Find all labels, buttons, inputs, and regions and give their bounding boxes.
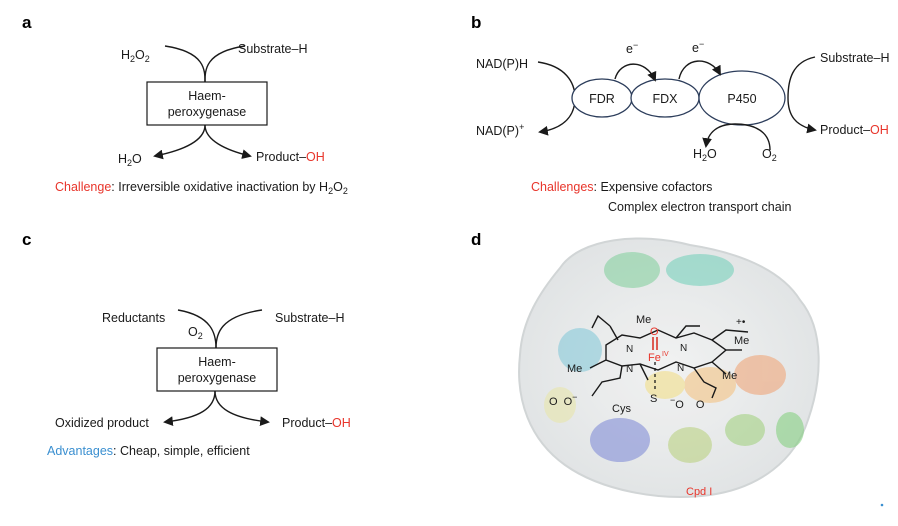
panel-c-box-line1: Haem-: [198, 355, 236, 369]
heme-cys: Cys: [612, 403, 631, 415]
panel-c-box-line2: peroxygenase: [178, 371, 257, 385]
corner-dot: [880, 503, 884, 507]
panel-c-letter: c: [22, 230, 31, 249]
panel-b-challenges-line2: Complex electron transport chain: [608, 200, 791, 214]
panel-b-challenges-line1: Challenges: Expensive cofactors: [531, 180, 712, 194]
panel-a-substrate: Substrate–H: [238, 42, 307, 56]
panel-b-nadp: NAD(P)+: [476, 122, 524, 138]
panel-a-water: H2O: [118, 152, 142, 168]
panel-b-product: Product–OH: [820, 123, 889, 137]
panel-a: a H2O2 Substrate–H Haem- peroxygenase H2…: [22, 13, 348, 196]
panel-c: c Reductants Substrate–H O2 Haem- peroxy…: [22, 230, 351, 458]
panel-b-water: H2O: [693, 147, 717, 163]
panel-b-p450-label: P450: [727, 92, 756, 106]
panel-b-curve-substrate: [787, 56, 816, 99]
panel-c-curve-in-right: [215, 309, 263, 349]
panel-a-curve-in-right: [204, 45, 246, 83]
panel-b-nadph: NAD(P)H: [476, 57, 528, 71]
panel-a-enzyme-box: [146, 81, 268, 126]
panel-c-product: Product–OH: [282, 416, 351, 430]
panel-b-curve-nadph: [537, 61, 576, 99]
panel-c-oxidized: Oxidized product: [55, 416, 149, 430]
panel-b-electron-arrow-2: [678, 60, 721, 80]
panel-a-arrow-water: [153, 124, 206, 160]
panel-c-arrow-product: [214, 390, 270, 427]
panel-a-product: Product–OH: [256, 150, 325, 164]
panel-b-electron-arrow-1: [614, 63, 657, 82]
panel-d-letter: d: [471, 230, 481, 249]
fe-oxo-bond: [652, 337, 658, 350]
heme-fe-charge: IV: [662, 351, 669, 358]
panel-b-letter: b: [471, 13, 481, 32]
panel-b-arrow-nadp: [538, 97, 576, 136]
panel-b: b NAD(P)H NAD(P)+ FDR FDX P450 e− e− Sub…: [471, 13, 889, 214]
panel-c-advantages: Advantages: Cheap, simple, efficient: [47, 444, 250, 458]
heme-me-3: Me: [567, 363, 582, 375]
heme-me-4: Me: [722, 370, 737, 382]
panel-b-arrow-water: [702, 123, 736, 148]
panel-a-curve-in-left: [164, 45, 206, 83]
cpd-i-label: Cpd I: [686, 486, 712, 498]
panel-a-box-line2: peroxygenase: [168, 105, 247, 119]
heme-structure: [589, 314, 749, 399]
heme-me-2: Me: [734, 335, 749, 347]
heme-me-1: Me: [636, 314, 651, 326]
heme-n-1: N: [626, 344, 633, 355]
heme-s: S: [650, 393, 657, 405]
panel-a-arrow-product: [204, 124, 252, 159]
panel-b-fdx-label: FDX: [653, 92, 679, 106]
panel-c-enzyme-box: [156, 347, 278, 392]
panel-b-o2: O2: [762, 147, 777, 163]
heme-radical: +•: [736, 317, 746, 328]
heme-n-4: N: [677, 363, 684, 374]
panel-b-substrate: Substrate–H: [820, 51, 889, 65]
panel-b-fdr-label: FDR: [589, 92, 615, 106]
heme-oxo: O: [650, 326, 659, 338]
heme-n-3: N: [626, 364, 633, 375]
panel-c-o2: O2: [188, 325, 203, 341]
panel-a-letter: a: [22, 13, 32, 32]
heme-fe: Fe: [648, 352, 661, 364]
panel-b-e2: e−: [692, 39, 704, 55]
panel-a-h2o2: H2O2: [121, 48, 150, 64]
panel-a-box-line1: Haem-: [188, 89, 226, 103]
panel-c-reductants: Reductants: [102, 311, 165, 325]
panel-b-e1: e−: [626, 40, 638, 56]
heme-n-2: N: [680, 343, 687, 354]
panel-d: d: [471, 230, 884, 507]
panel-b-curve-o2: [734, 123, 771, 151]
panel-c-substrate: Substrate–H: [275, 311, 344, 325]
panel-b-arrow-product: [787, 97, 817, 134]
panel-c-arrow-oxidized: [163, 390, 216, 426]
panel-a-challenge: Challenge: Irreversible oxidative inacti…: [55, 180, 348, 196]
